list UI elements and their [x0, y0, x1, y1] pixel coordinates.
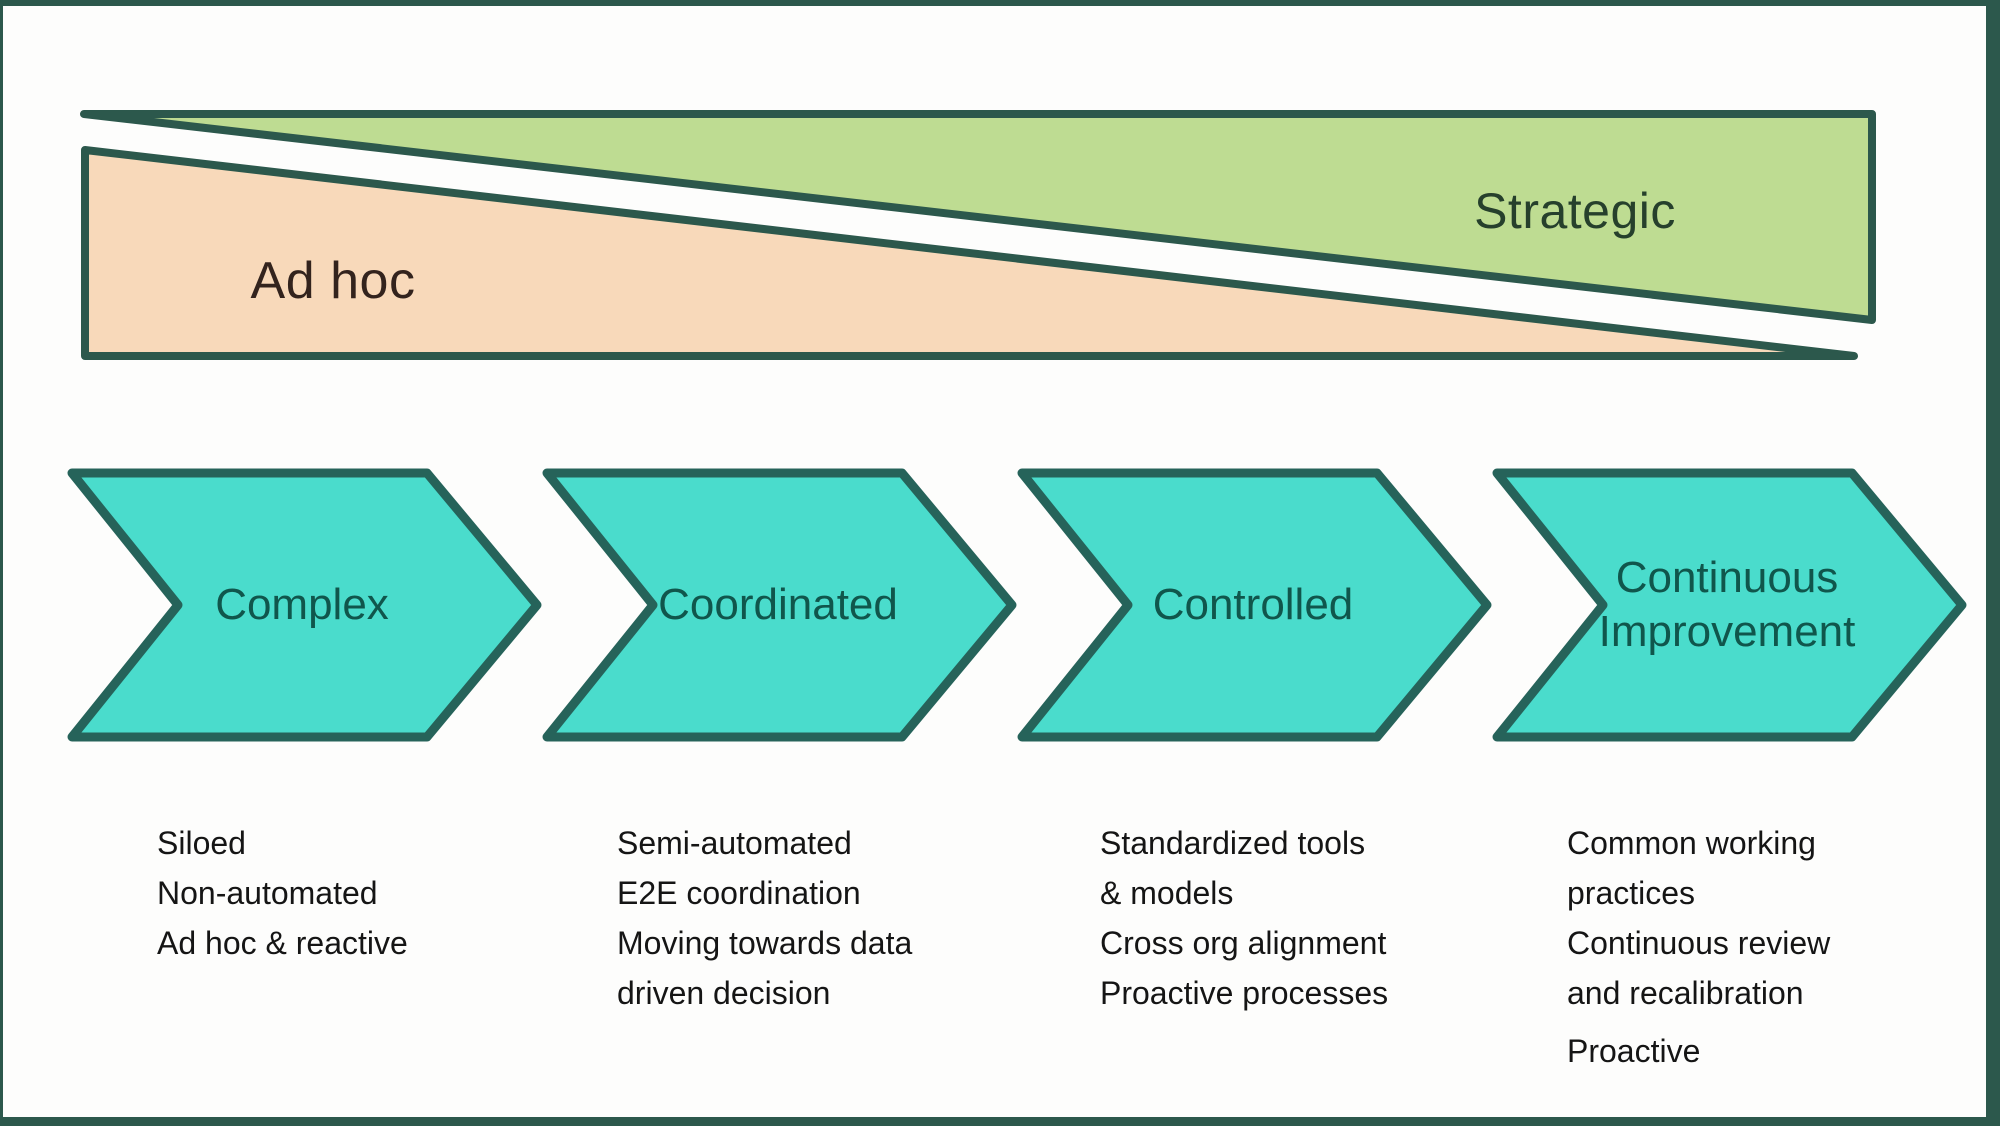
stage-label-line: Improvement: [1598, 607, 1856, 656]
stage-descriptions-complex: Siloed Non-automated Ad hoc & reactive: [157, 818, 408, 976]
description-line: Proactive processes: [1100, 975, 1389, 1011]
adhoc-wedge-label: Ad hoc: [250, 252, 416, 310]
chevron-shape-complex: [67, 468, 542, 742]
stage-label-line: Controlled: [1152, 580, 1354, 629]
stage-label-coordinated: Coordinated: [658, 578, 898, 632]
chevron-shape-controlled: [1017, 468, 1492, 742]
description-line: and recalibration: [1567, 975, 1804, 1011]
frame-border-bottom: [0, 1117, 2000, 1126]
stage-label-controlled: Controlled: [1153, 578, 1354, 632]
strategic-wedge-shape: [80, 110, 1876, 324]
description-line: driven decision: [617, 975, 831, 1011]
description-line: Ad hoc & reactive: [157, 925, 408, 961]
frame-border-top: [0, 0, 2000, 6]
description-line: Semi-automated: [617, 825, 852, 861]
description-line: Continuous review: [1567, 925, 1831, 961]
description-line: Non-automated: [157, 875, 378, 911]
stage-descriptions-controlled: Standardized tools & models Cross org al…: [1100, 818, 1388, 1026]
strategic-wedge-label: Strategic: [1474, 183, 1676, 239]
stage-descriptions-continuous-improvement: Common working practices Continuous revi…: [1567, 818, 1830, 1076]
description-line: Moving towards data: [617, 925, 913, 961]
description-line: Standardized tools: [1100, 825, 1366, 861]
description-line: Siloed: [157, 825, 246, 861]
description-line: practices: [1567, 875, 1696, 911]
description-line: Cross org alignment: [1100, 925, 1387, 961]
description-line: Common working: [1567, 825, 1816, 861]
frame-border-left: [0, 0, 3, 1126]
frame-border-right: [1986, 0, 2000, 1126]
description-line: & models: [1100, 875, 1234, 911]
stage-label-line: Continuous: [1615, 553, 1839, 602]
stage-label-continuous-improvement: Continuous Improvement: [1599, 551, 1856, 659]
adhoc-wedge-shape: [81, 146, 1858, 360]
stage-label-line: Complex: [215, 580, 389, 629]
description-line: E2E coordination: [617, 875, 861, 911]
chevron-shape-coordinated: [542, 468, 1017, 742]
stage-descriptions-coordinated: Semi-automated E2E coordination Moving t…: [617, 818, 912, 1026]
description-line: Proactive: [1567, 1033, 1701, 1069]
chevron-shape-continuous-improvement: [1492, 468, 1967, 742]
stage-label-complex: Complex: [215, 578, 389, 632]
stage-label-line: Coordinated: [658, 580, 898, 629]
